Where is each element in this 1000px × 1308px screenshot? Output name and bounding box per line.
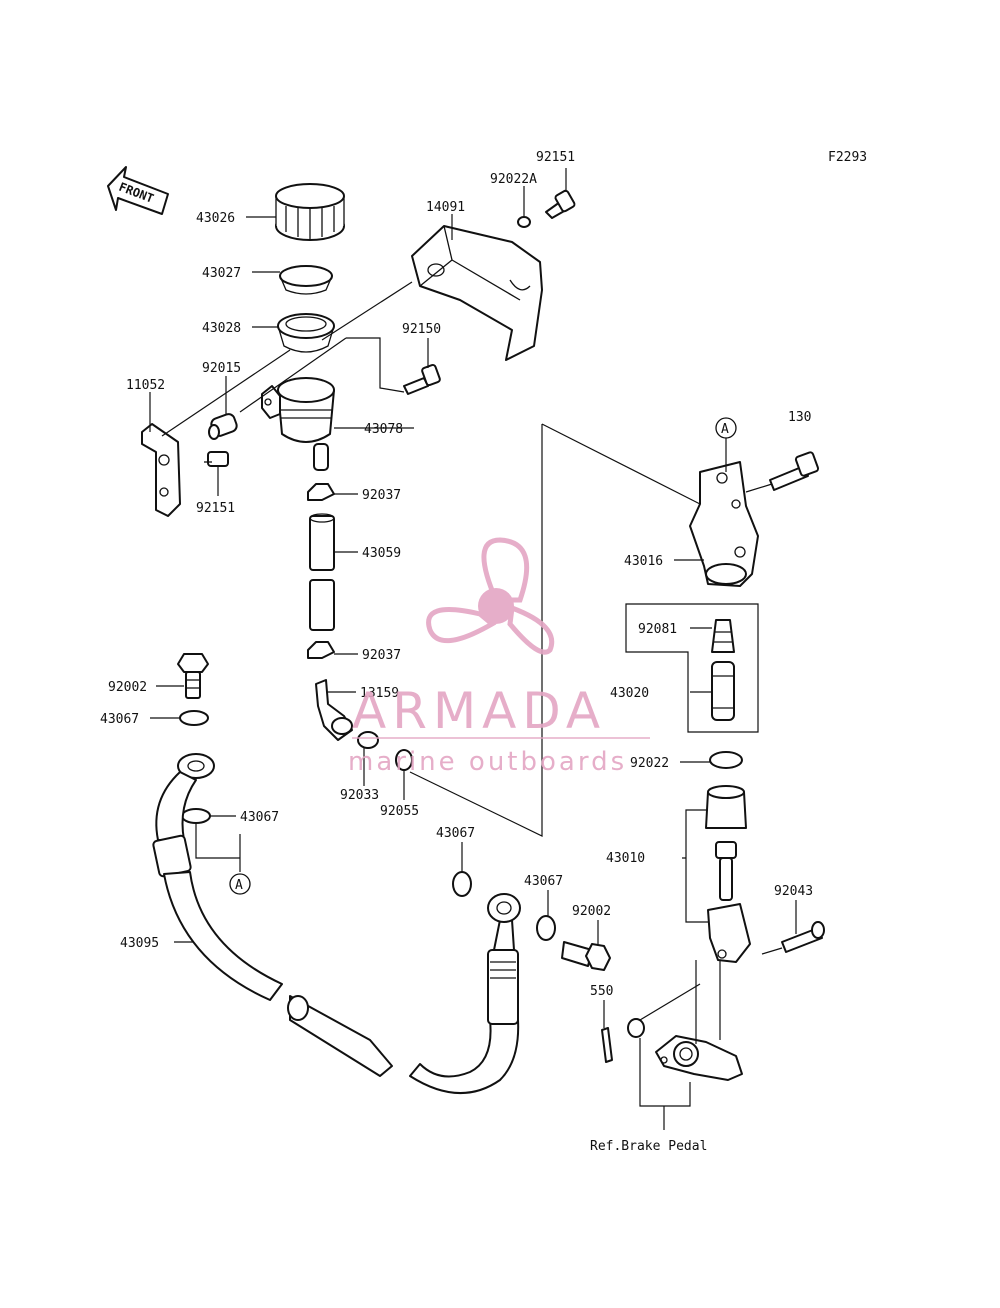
bolt-130	[769, 451, 820, 491]
part-label: 43067	[436, 826, 475, 841]
washer-92022a	[517, 216, 531, 228]
boot-92081	[711, 619, 735, 653]
part-label: 92015	[202, 361, 241, 376]
diaphragm-43028	[277, 313, 335, 353]
part-label: 92022A	[490, 172, 537, 187]
clamp-92037-a	[307, 483, 335, 501]
part-label: 92055	[380, 804, 419, 819]
part-label: 92151	[536, 150, 575, 165]
part-label: 550	[590, 984, 613, 999]
reservoir-cap-43026	[275, 183, 345, 241]
part-label: 43026	[196, 211, 235, 226]
part-label: 92037	[362, 488, 401, 503]
part-label: 92002	[572, 904, 611, 919]
pin-92043	[781, 921, 825, 953]
banjo-bolt-92002-a	[177, 653, 209, 699]
part-label: 13159	[360, 686, 399, 701]
bolt-92151-top	[545, 189, 576, 219]
watermark-brand: ARMADA	[352, 682, 606, 740]
banjo-bolt-92002-b	[561, 941, 611, 971]
part-label: 11052	[126, 378, 165, 393]
part-label: 43059	[362, 546, 401, 561]
part-label: 92033	[340, 788, 379, 803]
part-label: 43016	[624, 554, 663, 569]
part-label: 43067	[524, 874, 563, 889]
washer-43067-a	[179, 710, 209, 726]
diaphragm-plate-43027	[279, 265, 333, 295]
brake-hose-43095	[152, 753, 521, 1095]
diagram-code: F2293	[828, 150, 867, 165]
front-arrow-icon: FRONT	[107, 166, 169, 215]
clamp-92037-b	[307, 641, 335, 659]
bolt-92151-lower	[204, 451, 229, 467]
leader-lines	[149, 168, 797, 1130]
cotter-pin-550	[601, 1027, 613, 1063]
part-label: 43095	[120, 936, 159, 951]
piston-43020	[711, 661, 735, 721]
circlip-92033	[357, 731, 379, 749]
ref-brake-pedal-label: Ref.Brake Pedal	[590, 1139, 707, 1154]
part-label: 92022	[630, 756, 669, 771]
armada-watermark: ARMADA marine outboards	[348, 537, 650, 777]
part-label: 92002	[108, 680, 147, 695]
part-label: 43020	[610, 686, 649, 701]
washer-43067-d	[536, 915, 556, 941]
propeller-logo-icon	[426, 537, 555, 655]
washer-ref-pedal	[627, 1018, 645, 1038]
bracket-11052	[141, 423, 181, 517]
part-label: 92151	[196, 501, 235, 516]
part-label: 43067	[100, 712, 139, 727]
part-label: 92043	[774, 884, 813, 899]
watermark-tagline: marine outboards	[348, 747, 627, 777]
bolt-92150	[403, 363, 441, 395]
washer-43067-c	[452, 871, 472, 897]
washer-43067-b	[181, 808, 211, 824]
part-label: 14091	[426, 200, 465, 215]
fitting-13159	[315, 679, 353, 741]
callout-a-bottom: A	[229, 873, 251, 895]
part-label: 43027	[202, 266, 241, 281]
part-label: 43078	[364, 422, 403, 437]
hose-43059	[309, 513, 335, 631]
part-label: 92037	[362, 648, 401, 663]
part-label: 130	[788, 410, 811, 425]
cover-14091	[411, 225, 543, 361]
part-label: 92081	[638, 622, 677, 637]
kit-43020-box	[625, 603, 759, 733]
part-label: 43028	[202, 321, 241, 336]
circlip-92022	[709, 751, 743, 769]
part-label: 43067	[240, 810, 279, 825]
part-label: 43010	[606, 851, 645, 866]
callout-a-top: A	[715, 417, 737, 439]
svg-text:A: A	[721, 422, 729, 437]
svg-text:A: A	[235, 878, 243, 893]
collar-92015	[208, 413, 238, 440]
pedal-bracket-ref	[655, 1035, 743, 1081]
push-rod-43010	[705, 785, 751, 963]
master-cylinder-43016	[689, 461, 759, 587]
part-labels: 92151 92022A 14091 43026 43027 43028 921…	[100, 150, 813, 1154]
reservoir-43078	[261, 377, 335, 471]
part-label: 92150	[402, 322, 441, 337]
